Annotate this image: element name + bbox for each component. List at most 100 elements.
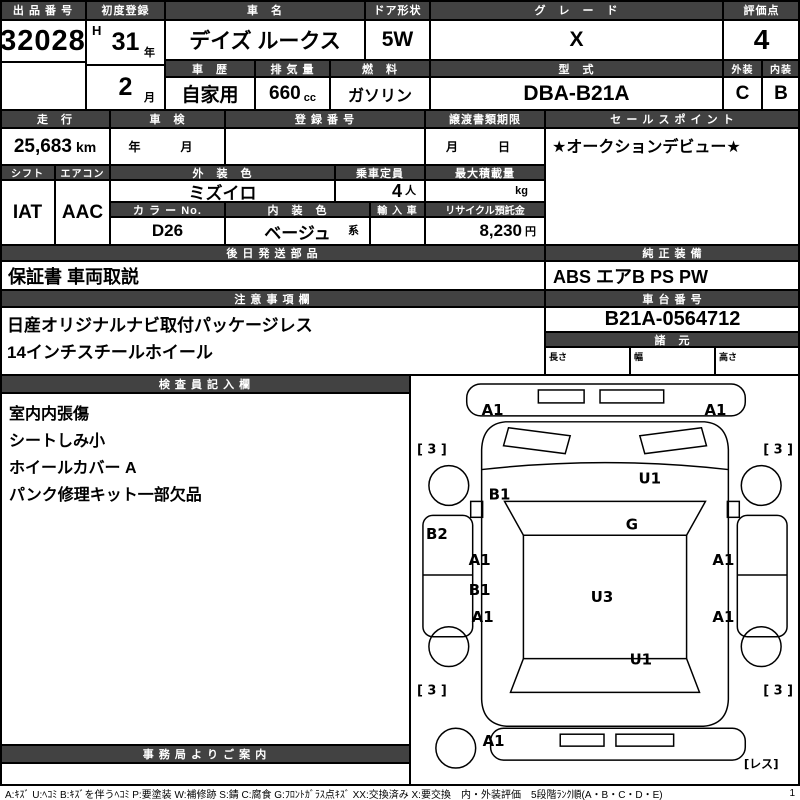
mark-door-front-left: A1 <box>469 551 491 569</box>
grade-label: グ レ ー ド <box>430 0 723 20</box>
notes-line1: 日産オリジナルナビ取付パッケージレス <box>7 316 313 335</box>
mark-tire-rear-left: [ 3 ] <box>417 683 447 698</box>
transfer-deadline-label: 譲渡書類期限 <box>425 110 545 128</box>
inspector-line1: 室内内張傷 <box>9 406 90 423</box>
dimension-width-label: 幅 <box>634 352 644 362</box>
mark-door-rear-left: B1 <box>469 581 491 599</box>
first-reg-year-unit: 年 <box>144 47 155 59</box>
fuel-value: ガソリン <box>330 77 430 110</box>
notes-label: 注 意 事 項 欄 <box>0 290 545 307</box>
front-bumper-shape <box>465 383 747 417</box>
office-info-blank <box>0 763 410 785</box>
inspection-value: 年 月 <box>110 128 225 165</box>
displacement-unit: cc <box>303 92 316 104</box>
mark-tire-rear-right: [ 3 ] <box>763 683 793 698</box>
max-load-unit: kg <box>425 180 545 202</box>
sales-point-label: セ ー ル ス ポ イ ン ト <box>545 110 800 128</box>
car-diagram-cell: A1 A1 [ 3 ] [ 3 ] B1 U1 B2 G A1 A1 B1 U3… <box>410 375 800 785</box>
mark-front-bumper-right: A1 <box>704 401 726 419</box>
mark-door-panel-left: B2 <box>426 525 448 543</box>
interior-color-suffix: 系 <box>348 225 359 237</box>
recycle-value: 8,230 <box>479 221 522 240</box>
import-label: 輸 入 車 <box>370 202 425 217</box>
exhibit-no-label: 出 品 番 号 <box>0 0 86 20</box>
mark-spare-tire: [レス] <box>744 757 779 771</box>
inspection-label: 車 検 <box>110 110 225 128</box>
mark-rear-gate: U1 <box>630 651 652 669</box>
aircon-label: エアコン <box>55 165 110 180</box>
aircon-value: AAC <box>55 180 110 245</box>
capacity-unit: 人 <box>405 185 416 197</box>
exterior-color-label: 外 装 色 <box>110 165 335 180</box>
car-diagram: A1 A1 [ 3 ] [ 3 ] B1 U1 B2 G A1 A1 B1 U3… <box>417 383 793 771</box>
office-info-label: 事 務 局 よ り ご 案 内 <box>0 745 410 763</box>
dimension-height-cell: 高さ <box>715 347 800 375</box>
mark-quarter-left: A1 <box>472 608 494 626</box>
inspector-notes-cell: 室内内張傷 シートしみ小 ホイールカバー A パンク修理キット一部欠品 <box>0 393 410 745</box>
wheel-rear-right-icon <box>740 626 782 668</box>
car-name-label: 車 名 <box>165 0 365 20</box>
legend-text: A:ｷｽﾞ U:ﾍｺﾐ B:ｷｽﾞを伴うﾍｺﾐ P:要塗装 W:補修跡 S:錆 … <box>5 789 663 800</box>
mirror-right-shape <box>726 500 741 519</box>
legend-page: 1 <box>789 787 795 799</box>
interior-score: B <box>762 77 800 110</box>
side-panel-left-shape <box>422 514 474 638</box>
recycle-cell: 8,230 円 <box>425 217 545 245</box>
mark-rear-bumper: A1 <box>483 732 505 750</box>
transfer-deadline-value: 月 日 <box>425 128 545 165</box>
windshield-shape <box>503 500 707 536</box>
mileage-label: 走 行 <box>0 110 110 128</box>
hood-line <box>481 461 729 471</box>
wheel-rear-left-icon <box>428 626 470 668</box>
front-plate-shape <box>537 389 585 404</box>
car-name-value: デイズ ルークス <box>165 20 365 60</box>
registration-no-blank <box>225 128 425 165</box>
exhibit-no-value: 32028 <box>0 20 86 62</box>
first-reg-era: H <box>92 23 102 38</box>
door-shape-value: 5W <box>365 20 430 60</box>
displacement-value: 660 <box>269 82 301 104</box>
recycle-label: リサイクル預託金 <box>425 202 545 217</box>
first-reg-month-cell: 2 月 <box>86 65 165 110</box>
notes-cell: 日産オリジナルナビ取付パッケージレス 14インチスチールホイール <box>0 307 545 375</box>
color-no-label: カ ラ ー No. <box>110 202 225 217</box>
history-label: 車 歴 <box>165 60 255 77</box>
headlight-right-shape <box>638 426 708 455</box>
model-code-value: DBA-B21A <box>430 77 723 110</box>
shift-value: IAT <box>0 180 55 245</box>
inspector-line2: シートしみ小 <box>9 433 106 450</box>
wheel-front-left-icon <box>428 464 470 507</box>
mark-windshield: G <box>626 515 638 533</box>
door-shape-label: ドア形状 <box>365 0 430 20</box>
color-no-value: D26 <box>110 217 225 245</box>
fuel-label: 燃 料 <box>330 60 430 77</box>
inspector-line3: ホイールカバー A <box>9 460 137 477</box>
mark-front-bumper-left: A1 <box>482 401 504 419</box>
car-body-outline <box>480 421 730 727</box>
mark-hood: U1 <box>639 469 661 487</box>
interior-label: 内装 <box>762 60 800 77</box>
spare-tire-icon <box>435 727 477 769</box>
exhibit-no-blank <box>0 62 86 110</box>
recycle-unit: 円 <box>525 226 536 238</box>
dimensions-label: 諸 元 <box>545 332 800 347</box>
dimension-width-cell: 幅 <box>630 347 715 375</box>
model-code-label: 型 式 <box>430 60 723 77</box>
score-value: 4 <box>723 20 800 60</box>
equipment-label: 純 正 装 備 <box>545 245 800 261</box>
history-value: 自家用 <box>165 77 255 110</box>
legend-bar: A:ｷｽﾞ U:ﾍｺﾐ B:ｷｽﾞを伴うﾍｺﾐ P:要塗装 W:補修跡 S:錆 … <box>0 786 800 800</box>
mark-door-front-right: A1 <box>712 551 734 569</box>
interior-color-value: ベージュ <box>264 223 331 243</box>
dimension-height-label: 高さ <box>719 352 738 362</box>
first-reg-month: 2 <box>118 73 133 101</box>
later-parts-value: 保証書 車両取説 <box>0 261 545 290</box>
front-grille-shape <box>599 389 665 404</box>
registration-no-label: 登 録 番 号 <box>225 110 425 128</box>
inspector-line4: パンク修理キット一部欠品 <box>9 487 202 504</box>
wheel-front-right-icon <box>740 464 782 507</box>
first-reg-label: 初度登録 <box>86 0 165 20</box>
later-parts-label: 後 日 発 送 部 品 <box>0 245 545 261</box>
side-panel-right-shape <box>736 514 788 638</box>
